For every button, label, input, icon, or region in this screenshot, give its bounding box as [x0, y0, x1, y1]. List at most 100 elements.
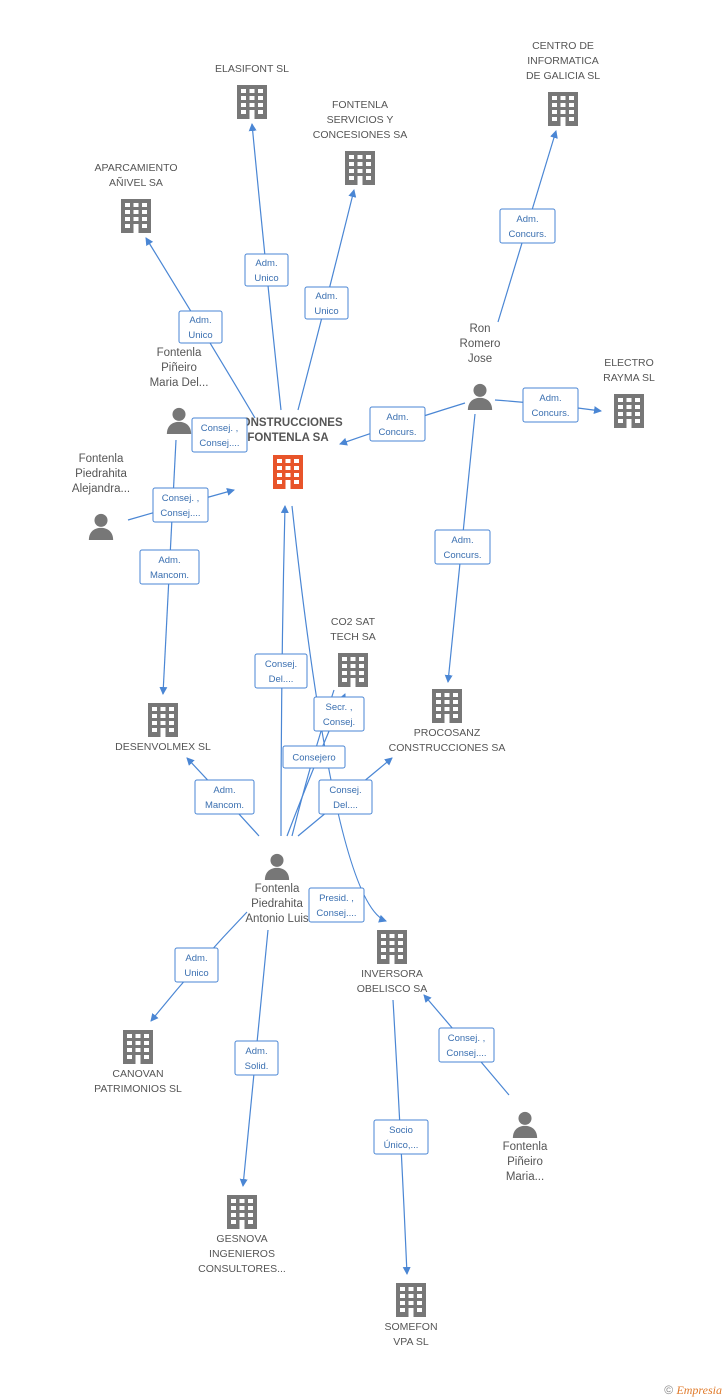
person-icon[interactable] — [166, 407, 192, 434]
node-label-line: FONTENLA — [332, 99, 388, 111]
node-label-line: SERVICIOS Y — [327, 114, 394, 126]
relation-label-r_ron_electro[interactable]: Adm.Concurs. — [522, 387, 579, 423]
person-icon[interactable] — [264, 853, 290, 880]
relation-box[interactable] — [152, 487, 209, 523]
building-icon[interactable] — [432, 689, 462, 723]
relation-box[interactable] — [282, 745, 346, 769]
node-label-line: SOMEFON — [384, 1321, 437, 1333]
relation-box[interactable] — [499, 208, 556, 244]
relation-box[interactable] — [434, 529, 491, 565]
relation-box[interactable] — [174, 947, 219, 983]
relation-box[interactable] — [234, 1040, 279, 1076]
footer-credit: © Empresia — [664, 1383, 722, 1398]
relation-text: Mancom. — [150, 570, 189, 581]
relation-label-r_fontenla_serv[interactable]: Adm.Unico — [304, 286, 349, 320]
relation-text: Socio — [389, 1125, 413, 1136]
relation-box[interactable] — [178, 310, 223, 344]
relation-text: Adm. — [213, 785, 235, 796]
relation-label-r_antonio_procosanz[interactable]: Consej.Del.... — [318, 779, 373, 815]
building-icon[interactable] — [377, 930, 407, 964]
person-icon[interactable] — [467, 383, 493, 410]
relation-box[interactable] — [522, 387, 579, 423]
relation-label-r_antonio_desenvolmex[interactable]: Adm. Mancom. — [194, 779, 255, 815]
relation-label-r_elasifont[interactable]: Adm.Unico — [244, 253, 289, 287]
building-icon[interactable] — [123, 1030, 153, 1064]
relation-label-r_alejandra_center[interactable]: Consej. ,Consej.... — [152, 487, 209, 523]
relation-label-r_maria_del_center[interactable]: Consej. ,Consej.... — [191, 417, 248, 453]
relation-box[interactable] — [304, 286, 349, 320]
relation-label-r_maria_del_desenvolmex[interactable]: Adm.Mancom. — [139, 549, 200, 585]
relation-label-r_inversora_somefon[interactable]: SocioÚnico,... — [373, 1119, 429, 1155]
relation-text: Adm. — [451, 535, 473, 546]
relation-box[interactable] — [191, 417, 248, 453]
relation-label-r_antonio_co2b[interactable]: Consejero — [282, 745, 346, 769]
building-icon[interactable] — [121, 199, 151, 233]
node-label-line: Fontenla — [79, 453, 124, 465]
relation-box[interactable] — [438, 1027, 495, 1063]
building-icon[interactable] — [396, 1283, 426, 1317]
node-label-line: TECH SA — [330, 631, 376, 643]
building-icon[interactable] — [237, 85, 267, 119]
relation-text: Del.... — [269, 674, 294, 685]
relation-box[interactable] — [194, 779, 255, 815]
building-icon[interactable] — [227, 1195, 257, 1229]
relation-label-r_antonio_center[interactable]: Consej.Del.... — [254, 653, 308, 689]
relation-box[interactable] — [139, 549, 200, 585]
relation-box[interactable] — [373, 1119, 429, 1155]
relation-text: Concurs. — [378, 427, 416, 438]
node-label-line: Alejandra... — [72, 483, 130, 495]
building-icon[interactable] — [614, 394, 644, 428]
node-label-line: CONCESIONES SA — [313, 129, 408, 141]
node-alejandra[interactable]: FontenlaPiedrahitaAlejandra... — [72, 453, 130, 540]
relation-label-r_centro_inf[interactable]: Adm.Concurs. — [499, 208, 556, 244]
node-label-line: GESNOVA — [216, 1233, 267, 1245]
node-label-line: CONSTRUCCIONES — [233, 417, 343, 429]
building-icon[interactable] — [273, 455, 303, 489]
relation-label-r_aparcamiento[interactable]: Adm.Unico — [178, 310, 223, 344]
relation-label-r_maria_inversora[interactable]: Consej. ,Consej.... — [438, 1027, 495, 1063]
node-label-line: Fontenla — [157, 347, 202, 359]
relation-label-r_antonio_inversora[interactable]: Presid. ,Consej.... — [308, 887, 365, 923]
relation-text: Consej.... — [199, 438, 239, 449]
person-icon[interactable] — [512, 1111, 538, 1138]
node-maria[interactable]: FontenlaPiñeiroMaria... — [503, 1111, 548, 1183]
building-icon[interactable] — [548, 92, 578, 126]
relation-text: Presid. , — [319, 893, 354, 904]
building-icon[interactable] — [148, 703, 178, 737]
relation-label-r_ron_procosanz[interactable]: Adm.Concurs. — [434, 529, 491, 565]
relation-label-r_antonio_canovan[interactable]: Adm.Unico — [174, 947, 219, 983]
node-gesnova[interactable]: GESNOVAINGENIEROSCONSULTORES... — [198, 1195, 286, 1275]
relation-box[interactable] — [313, 696, 365, 732]
node-elasifont[interactable]: ELASIFONT SL — [215, 63, 289, 119]
relation-label-r_ron_center[interactable]: Adm.Concurs. — [369, 406, 426, 442]
relation-box[interactable] — [318, 779, 373, 815]
relation-text: Adm. — [516, 214, 538, 225]
node-fontenla_serv[interactable]: FONTENLA SERVICIOS Y CONCESIONES SA — [313, 99, 408, 185]
node-label-line: PROCOSANZ — [414, 727, 481, 739]
relation-text: Mancom. — [205, 800, 244, 811]
node-desenvolmex[interactable]: DESENVOLMEX SL — [115, 703, 211, 753]
building-icon[interactable] — [345, 151, 375, 185]
person-icon[interactable] — [88, 513, 114, 540]
relation-box[interactable] — [369, 406, 426, 442]
relation-box[interactable] — [308, 887, 365, 923]
relation-box[interactable] — [254, 653, 308, 689]
relation-box[interactable] — [244, 253, 289, 287]
brand-logo[interactable]: Empresia — [676, 1383, 722, 1397]
relation-label-r_antonio_co2[interactable]: Secr. ,Consej. — [313, 696, 365, 732]
relation-text: Adm. — [255, 258, 277, 269]
building-icon[interactable] — [338, 653, 368, 687]
relation-label-r_antonio_gesnova[interactable]: Adm.Solid. — [234, 1040, 279, 1076]
